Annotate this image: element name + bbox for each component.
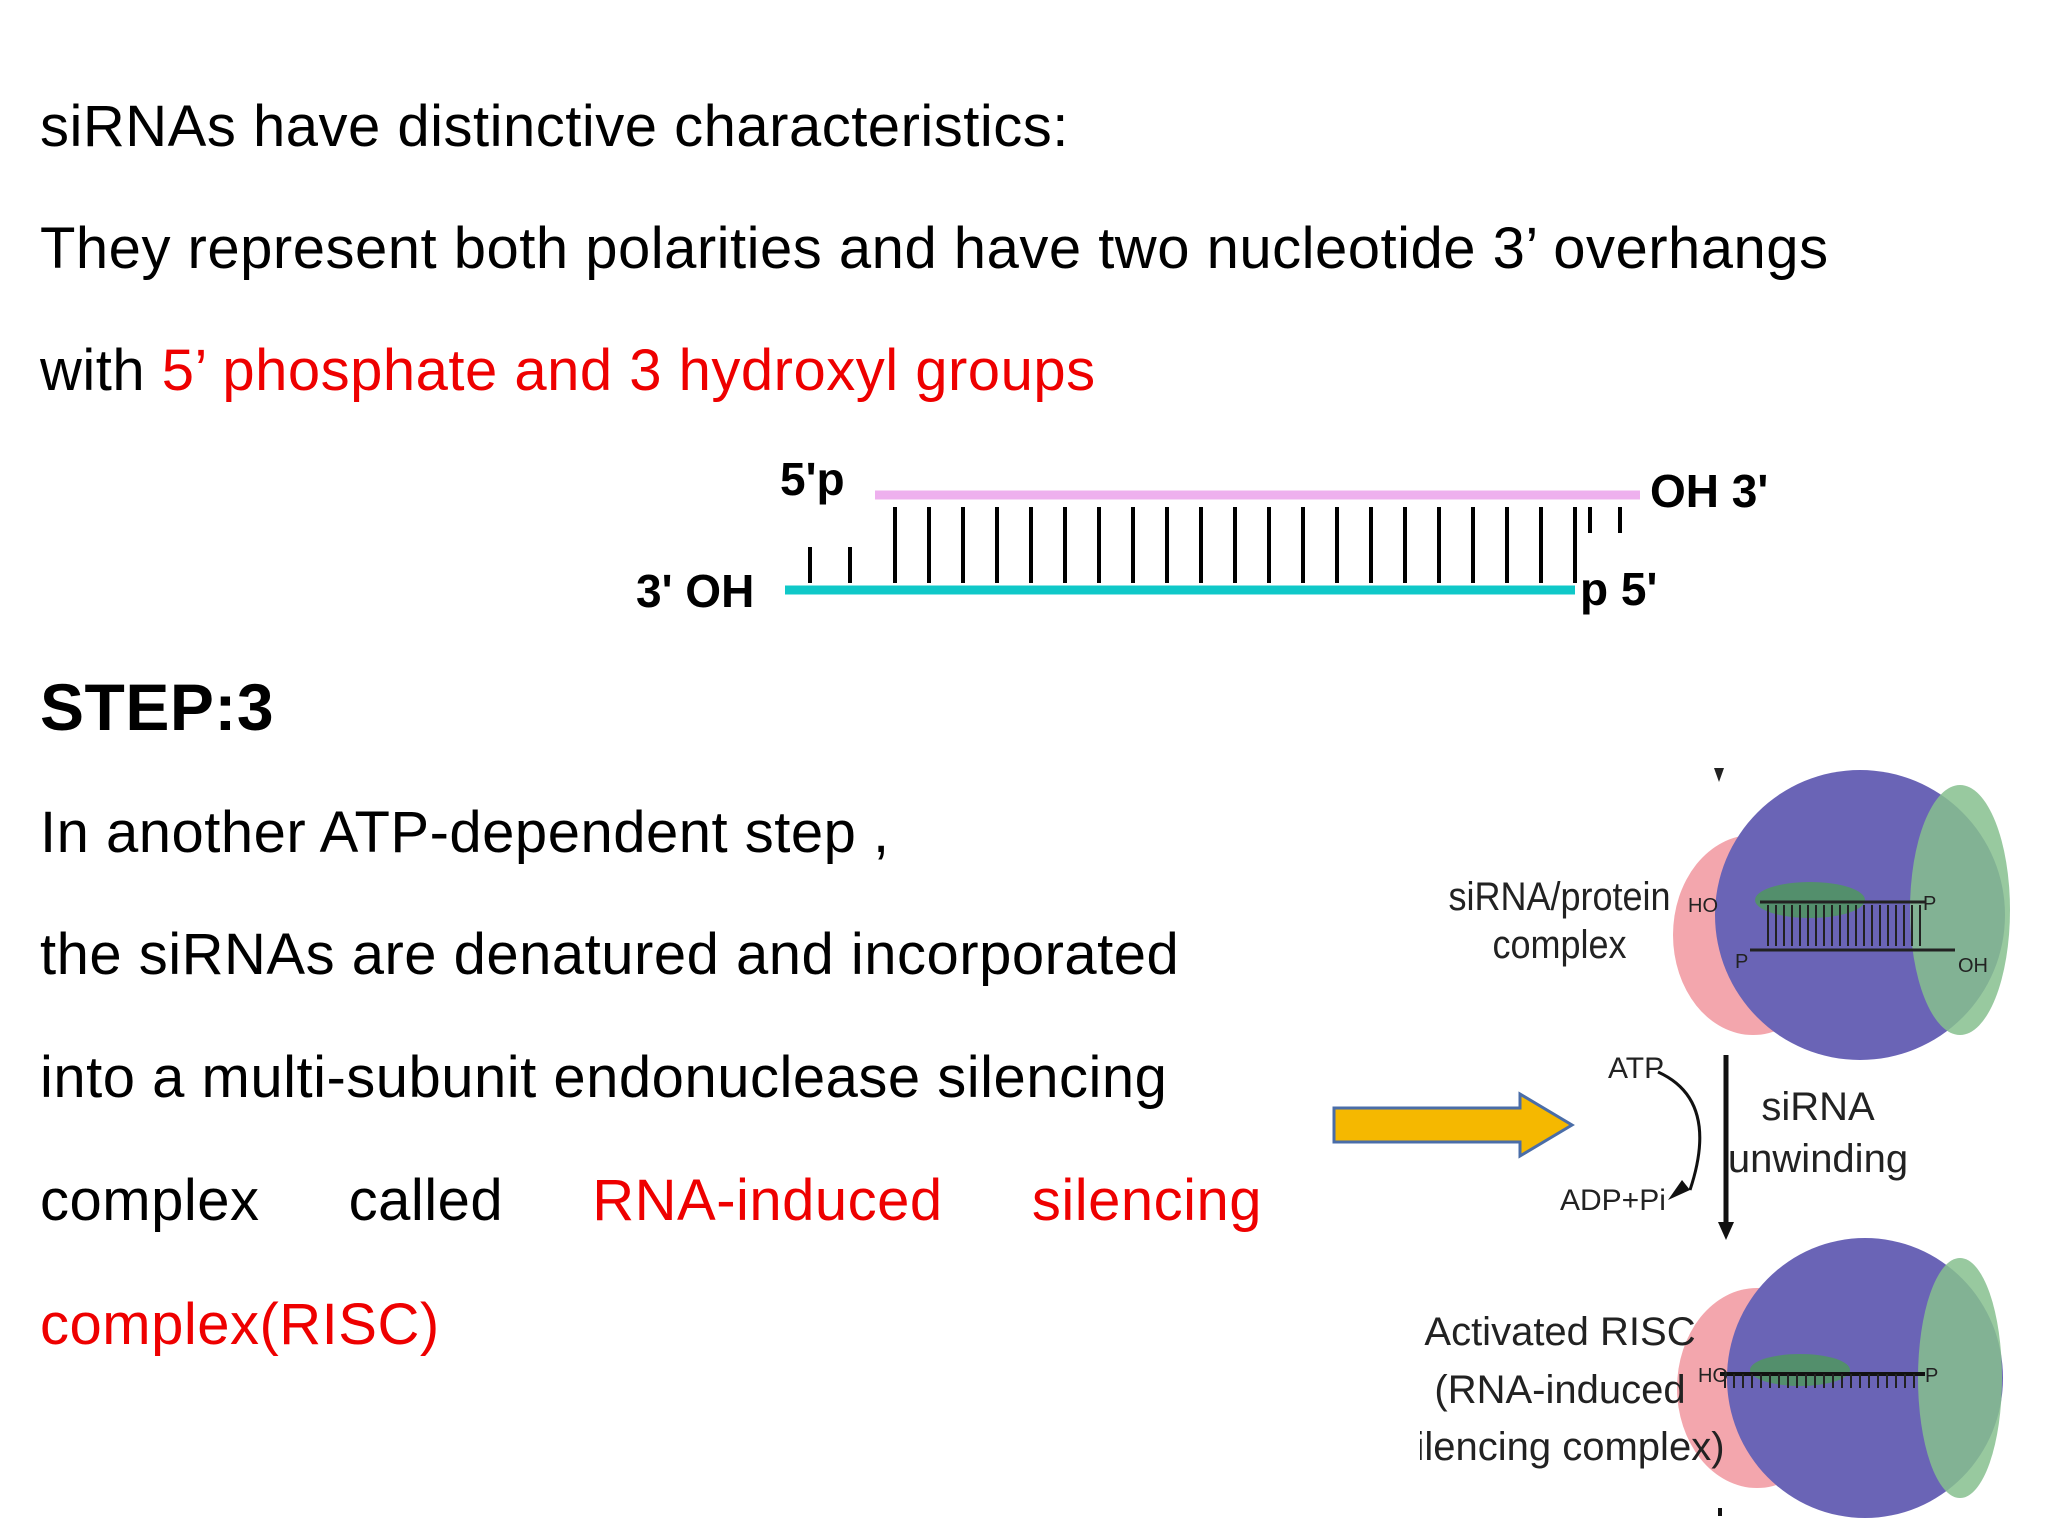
atp-curve-arrow [1657,1070,1702,1191]
p-end-label-bottom: P [1735,951,1748,973]
top-marker-icon [1714,768,1724,782]
bottom-left-label: 3' OH [636,565,754,617]
word-rna-induced: RNA-induced [592,1168,943,1233]
sirna-duplex-diagram: 5'p OH 3' 3' OH p 5' [636,455,1768,617]
down-arrow-head-icon [1718,1222,1734,1240]
word-complex: complex [40,1168,260,1233]
step-line-2: the siRNAs are denatured and incorporate… [40,922,1180,987]
sirna-protein-complex: HO P P OH [1673,770,2010,1060]
adp-arrow-head-icon [1668,1180,1690,1200]
step-line-1: In another ATP-dependent step , [40,800,890,865]
word-silencing: silencing [1031,1168,1262,1233]
bottom-right-label: p 5' [1580,563,1657,615]
oh-end-label: OH [1958,955,1988,977]
complex-label-line-2: complex [1492,923,1626,967]
step-line-4: complex called RNA-induced silencing [40,1166,1262,1236]
ho-end-label: HO [1688,895,1718,917]
unwinding-label-2: unwinding [1728,1137,1908,1181]
activated-label-line-1: Activated RISC [1424,1310,1695,1354]
ho-end-label-lower: HO [1698,1365,1728,1387]
pointer-arrow-icon [1332,1091,1575,1159]
p-end-label-top: P [1923,893,1936,915]
activated-label-line-2: (RNA-induced [1434,1368,1685,1412]
base-pairs [808,507,1622,583]
step-title: STEP:3 [40,670,275,744]
activated-label-line-3: silencing complex) [1420,1425,1725,1469]
highlight-text: 5’ phosphate and 3 hydroxyl groups [161,338,1096,403]
activated-risc-complex: HO P [1677,1238,2003,1518]
intro-heading: siRNAs have distinctive characteristics: [40,94,1069,159]
word-called: called [348,1168,504,1233]
intro-line-2: They represent both polarities and have … [40,216,1829,281]
atp-label: ATP [1608,1052,1664,1085]
step-line-5: complex(RISC) [40,1292,440,1357]
top-right-label: OH 3' [1650,465,1768,517]
unwinding-label-1: siRNA [1761,1085,1875,1129]
step-line-3: into a multi-subunit endonuclease silenc… [40,1045,1168,1110]
p-end-label-lower: P [1925,1365,1938,1387]
complex-label-line-1: siRNA/protein [1448,875,1670,919]
adp-label: ADP+Pi [1560,1184,1666,1217]
risc-diagram: HO P P OH siRNA/protein complex ATP ADP+… [1420,768,2010,1518]
top-left-label: 5'p [780,455,845,505]
intro-line-3: with 5’ phosphate and 3 hydroxyl groups [40,338,1096,403]
